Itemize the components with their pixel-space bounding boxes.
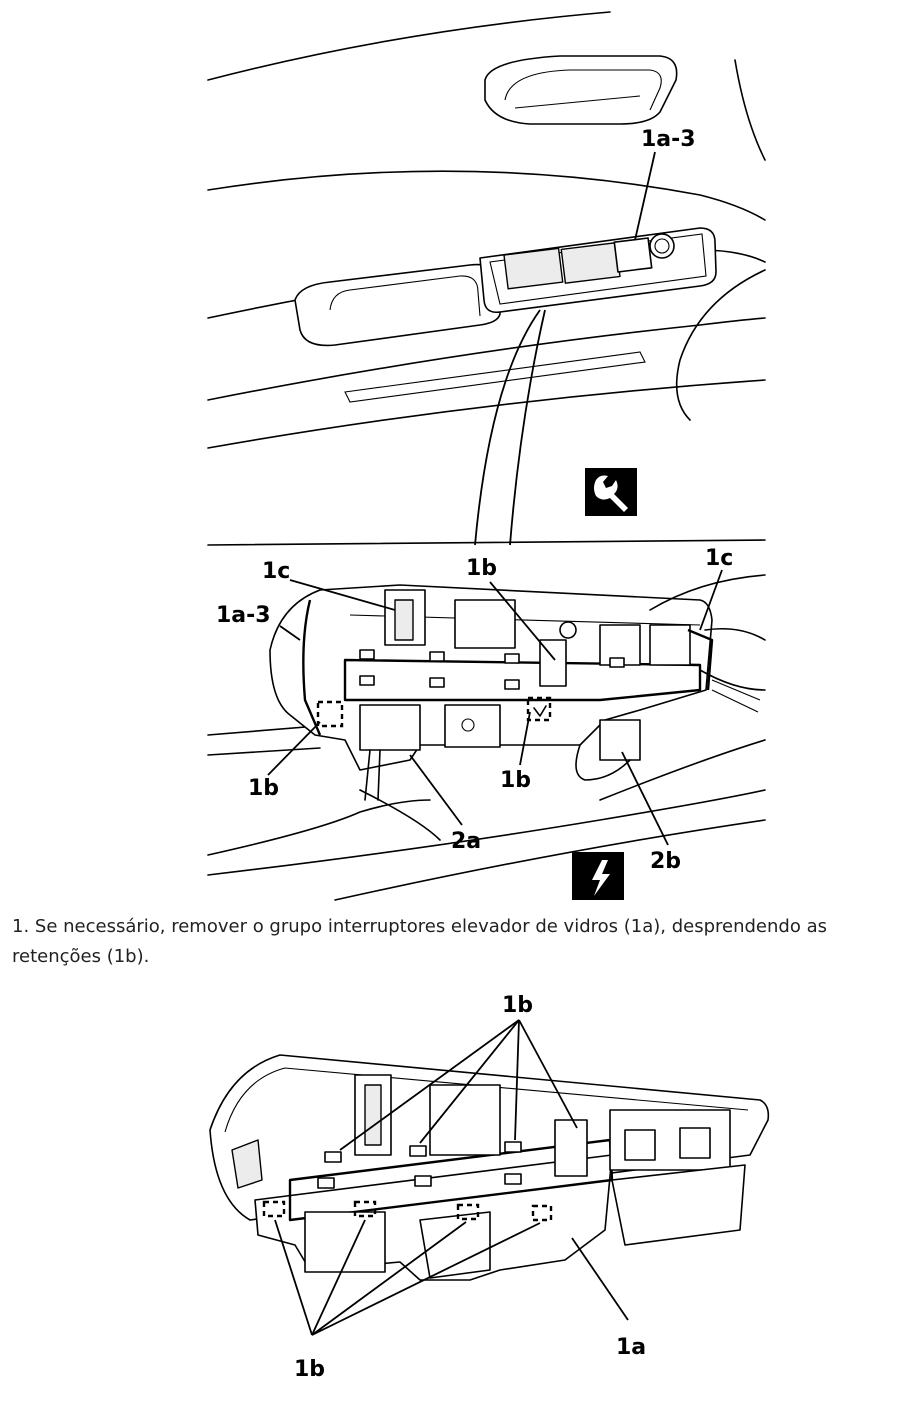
door-trim-upper-view: [207, 11, 766, 546]
callout-switch-panel: 1a-3: [216, 603, 271, 628]
callout-retainer-mid: 1b: [500, 768, 531, 793]
callout-connector-a: 2a: [451, 829, 481, 854]
callout-retainers-bottom: 1b: [294, 1357, 325, 1382]
switch-group-drawing: 1b 1b 1a: [209, 993, 770, 1382]
instruction-caption: 1. Se necessário, remover o grupo interr…: [12, 916, 827, 967]
callout-retainer-left: 1b: [248, 776, 279, 801]
callout-connector-b: 2b: [650, 849, 681, 874]
door-panel-drawing: 1a-3 1a-3 1c 1c 1b 1b 1b 2a 2b: [207, 11, 766, 901]
switch-group-body: [209, 1019, 770, 1336]
electrical-bolt-icon: [572, 852, 624, 900]
callout-retainers-top: 1b: [502, 993, 533, 1018]
wrench-icon: [585, 468, 637, 516]
callout-switch-group: 1a: [616, 1335, 646, 1360]
switch-group-illustration: 1b 1b 1a: [0, 980, 910, 1400]
callout-retainer-top: 1b: [466, 556, 497, 581]
callout-clip-right: 1c: [705, 546, 733, 571]
callout-clip-left: 1c: [262, 559, 290, 584]
switch-panel-removal-view: [207, 569, 766, 901]
door-panel-illustration: 1a-3 1a-3 1c 1c 1b 1b 1b 2a 2b: [207, 11, 766, 901]
callout-door-switch: 1a-3: [641, 127, 696, 152]
